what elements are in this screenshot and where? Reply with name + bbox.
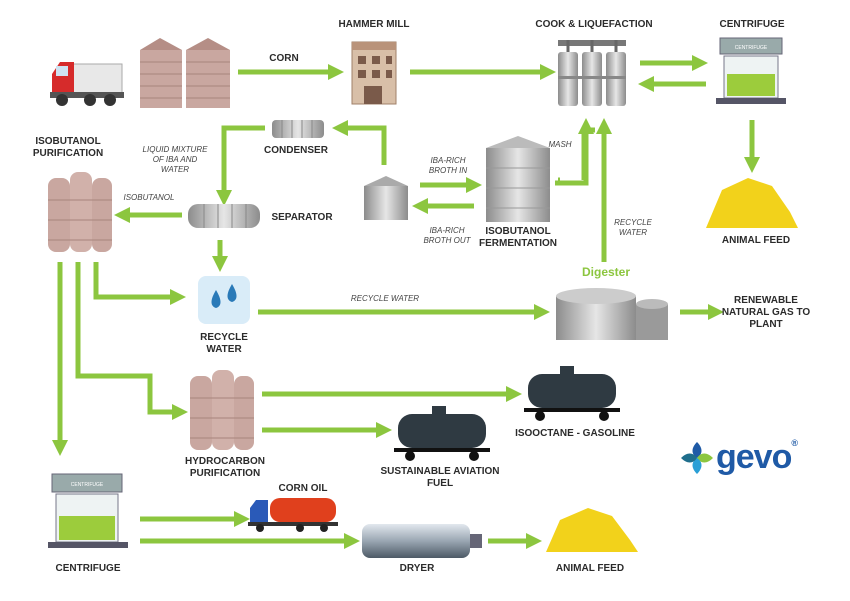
arrow-purif-to-water (93, 262, 187, 306)
flow-label-mash: MASH (548, 140, 572, 149)
centrifuge-bottom-plate: CENTRIFUGE (71, 482, 104, 488)
isobutanol-purification-icon (48, 172, 112, 252)
flow-label-liquid-mixture: LIQUID MIXTURE OF IBA AND WATER (142, 145, 208, 174)
separator-icon (188, 204, 260, 228)
corn-oil-truck-icon (248, 498, 338, 532)
arrow-condenser-loop (331, 119, 387, 165)
gevo-logo-registered: ® (791, 438, 798, 448)
flow-label-recycle-water-horizontal: RECYCLE WATER (350, 294, 420, 303)
hammer-mill-icon (351, 41, 397, 105)
arrow-condenser-to-separator (215, 125, 265, 207)
centrifuge-bottom-icon: CENTRIFUGE (48, 473, 128, 548)
iba-tank-icon (364, 176, 408, 220)
saf-tank-car-icon (394, 406, 490, 461)
label-centrifuge-top: CENTRIFUGE (719, 19, 785, 30)
corn-silos-icon (140, 38, 230, 108)
label-animal-feed-top: ANIMAL FEED (721, 235, 791, 246)
cook-liquefaction-tanks-icon (558, 40, 626, 106)
label-renewable-gas: RENEWABLE NATURAL GAS TO PLANT (721, 295, 811, 330)
gevo-logo-text: gevo (716, 438, 792, 476)
arrow-mash-path (555, 117, 595, 186)
label-cook-liquefaction: COOK & LIQUEFACTION (535, 19, 653, 30)
arrow-purif-to-hydrocarbon (75, 262, 189, 421)
label-saf: SUSTAINABLE AVIATION FUEL (380, 466, 500, 489)
digester-icon (556, 288, 668, 340)
flow-label-recycle-water-vertical: RECYCLE WATER (614, 218, 652, 237)
label-corn-oil: CORN OIL (278, 483, 328, 494)
corn-truck-icon (50, 62, 124, 106)
label-digester: Digester (581, 265, 631, 279)
flow-label-isobutanol: ISOBUTANOL (123, 193, 175, 202)
label-hydrocarbon-purification: HYDROCARBON PURIFICATION (185, 456, 265, 479)
condenser-icon (272, 120, 324, 138)
dryer-icon (362, 524, 482, 558)
label-animal-feed-bottom: ANIMAL FEED (555, 563, 625, 574)
label-isooctane: ISOOCTANE - GASOLINE (515, 428, 635, 439)
flow-arrows (51, 54, 761, 550)
flow-label-iba-rich-in: IBA-RICH BROTH IN (428, 156, 468, 175)
animal-feed-top-icon (706, 178, 798, 228)
label-isobutanol-fermentation: ISOBUTANOL FERMENTATION (479, 226, 557, 249)
centrifuge-top-icon: CENTRIFUGE (716, 37, 786, 104)
label-separator: SEPARATOR (271, 212, 333, 223)
animal-feed-bottom-icon (546, 508, 638, 552)
label-isobutanol-purification: ISOBUTANOL PURIFICATION (32, 136, 104, 159)
label-recycle-water: RECYCLE WATER (200, 332, 248, 355)
flow-label-iba-rich-out: IBA-RICH BROTH OUT (423, 226, 471, 245)
label-hammer-mill: HAMMER MILL (338, 19, 410, 30)
centrifuge-top-plate: CENTRIFUGE (735, 45, 768, 51)
gevo-logo: gevo® (716, 438, 798, 477)
recycle-water-icon (198, 276, 250, 324)
gevo-logo-mark-icon (681, 442, 713, 474)
label-condenser: CONDENSER (264, 145, 328, 156)
label-dryer: DRYER (399, 563, 435, 574)
isooctane-tank-car-icon (524, 366, 620, 421)
fermentation-tank-icon (486, 136, 550, 222)
label-centrifuge-bottom: CENTRIFUGE (55, 563, 121, 574)
label-corn: CORN (269, 53, 299, 64)
hydrocarbon-purification-icon (190, 370, 254, 450)
